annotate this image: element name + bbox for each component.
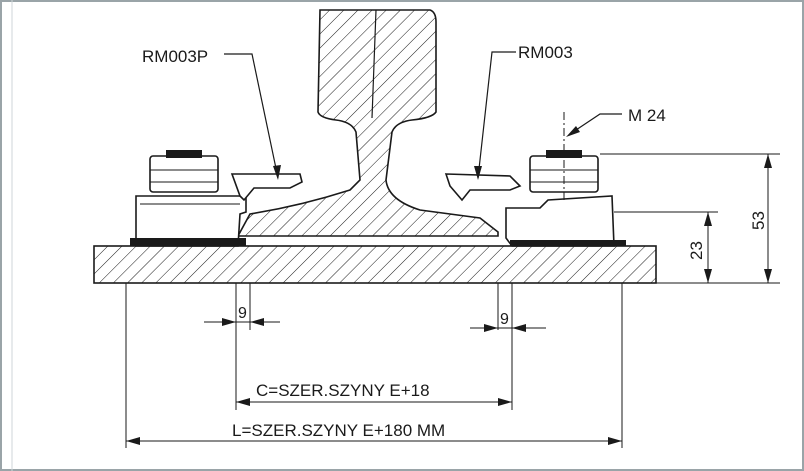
dim-l-arrow-right	[608, 437, 622, 445]
dim-l-arrow-left	[126, 437, 140, 445]
dim-9-left-arrow-a	[222, 318, 236, 326]
dim-53-arrow-bottom	[764, 269, 772, 283]
dim-9-right-arrow-b	[512, 324, 526, 332]
dim-23-arrow-bottom	[704, 269, 712, 283]
right-clip	[444, 173, 522, 202]
leader-rm003	[477, 51, 516, 179]
leader-m24-arrow	[566, 126, 580, 137]
label-rm003: RM003	[518, 43, 573, 62]
left-clip	[230, 173, 303, 202]
dim-9-left-arrow-b	[250, 318, 264, 326]
right-nut-top	[546, 150, 582, 158]
dim-c-arrow-left	[236, 398, 250, 406]
dim-23-text: 23	[687, 241, 706, 260]
left-nut	[149, 155, 219, 193]
dim-l-text: L=SZER.SZYNY E+180 MM	[232, 421, 445, 440]
rail-web-line	[371, 9, 377, 119]
dim-53-arrow-top	[764, 154, 772, 168]
leader-rm003-arrow	[474, 166, 482, 180]
rail-profile	[236, 9, 499, 237]
leader-rm003p	[224, 53, 279, 179]
right-clamp-base-strip	[510, 240, 626, 246]
left-nut-top	[166, 150, 202, 158]
dim-9-right-text: 9	[500, 311, 509, 328]
right-clamp-housing	[505, 195, 615, 247]
dim-9-right-arrow-a	[484, 324, 498, 332]
dim-c-text: C=SZER.SZYNY E+18	[256, 381, 430, 400]
base-plate	[93, 245, 657, 284]
leader-m24	[569, 113, 622, 135]
dim-c-arrow-right	[498, 398, 512, 406]
label-m24: M 24	[628, 106, 666, 125]
dim-23-arrow-top	[704, 212, 712, 226]
left-clamp-base-strip	[130, 238, 246, 246]
dim-53-text: 53	[749, 211, 768, 230]
leader-rm003p-arrow	[273, 165, 281, 180]
label-rm003p: RM003P	[142, 47, 208, 66]
dim-9-left-text: 9	[238, 305, 247, 322]
